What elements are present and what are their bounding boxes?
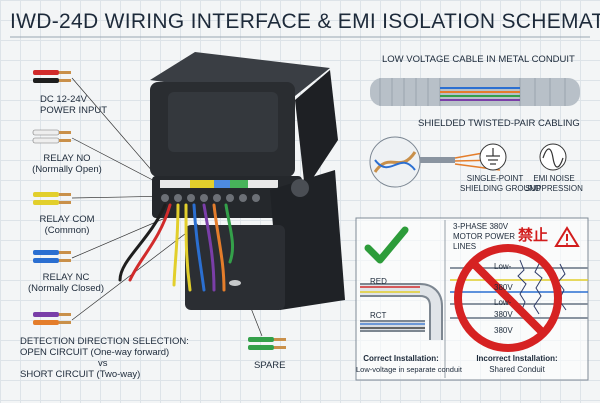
output-wires	[118, 203, 234, 292]
controller-box	[150, 52, 345, 310]
label-380v-2: 380V	[494, 310, 513, 319]
conduit-illustration	[370, 78, 580, 106]
label-detection: DETECTION DIRECTION SELECTION: OPEN CIRC…	[20, 336, 189, 380]
wire-icon-relay-no	[32, 129, 71, 144]
label-relay-no: RELAY NO(Normally Open)	[32, 153, 102, 175]
wire-icon-power	[33, 70, 71, 83]
ban-text: 禁止	[518, 227, 549, 244]
label-low-2: Low-	[494, 298, 512, 307]
warning-icon	[554, 226, 580, 247]
label-relay-nc: RELAY NC(Normally Closed)	[27, 272, 104, 294]
label-conduit: LOW VOLTAGE CABLE IN METAL CONDUIT	[382, 54, 575, 65]
correct-title: Correct Installation:	[363, 354, 439, 363]
label-rct: RCT	[370, 311, 387, 320]
separate-conduits	[360, 283, 443, 340]
wire-icon-relay-com	[33, 192, 71, 205]
label-spare: SPARE	[254, 360, 286, 371]
emi-wave-icon	[539, 143, 567, 171]
wire-icon-spare	[248, 337, 286, 350]
label-relay-com: RELAY COM(Common)	[39, 214, 95, 236]
correct-subtitle: Low-voltage in separate conduit	[356, 365, 462, 374]
ground-icon	[479, 143, 507, 171]
incorrect-subtitle: Shared Conduit	[489, 365, 545, 374]
wire-icon-detection	[33, 312, 71, 325]
label-twisted-pair: SHIELDED TWISTED-PAIR CABLING	[418, 118, 580, 129]
label-red: RED	[370, 277, 387, 286]
wire-icon-relay-nc	[33, 250, 71, 263]
check-icon	[364, 226, 409, 264]
label-380v-1: 380V	[494, 283, 513, 292]
diagram-title: IWD-24D WIRING INTERFACE & EMI ISOLATION…	[10, 10, 600, 33]
incorrect-title: Incorrect Installation:	[476, 354, 558, 363]
label-low-1: Low-	[494, 262, 512, 271]
label-380v-3: 380V	[494, 326, 513, 335]
prohibited-icon	[454, 244, 562, 352]
